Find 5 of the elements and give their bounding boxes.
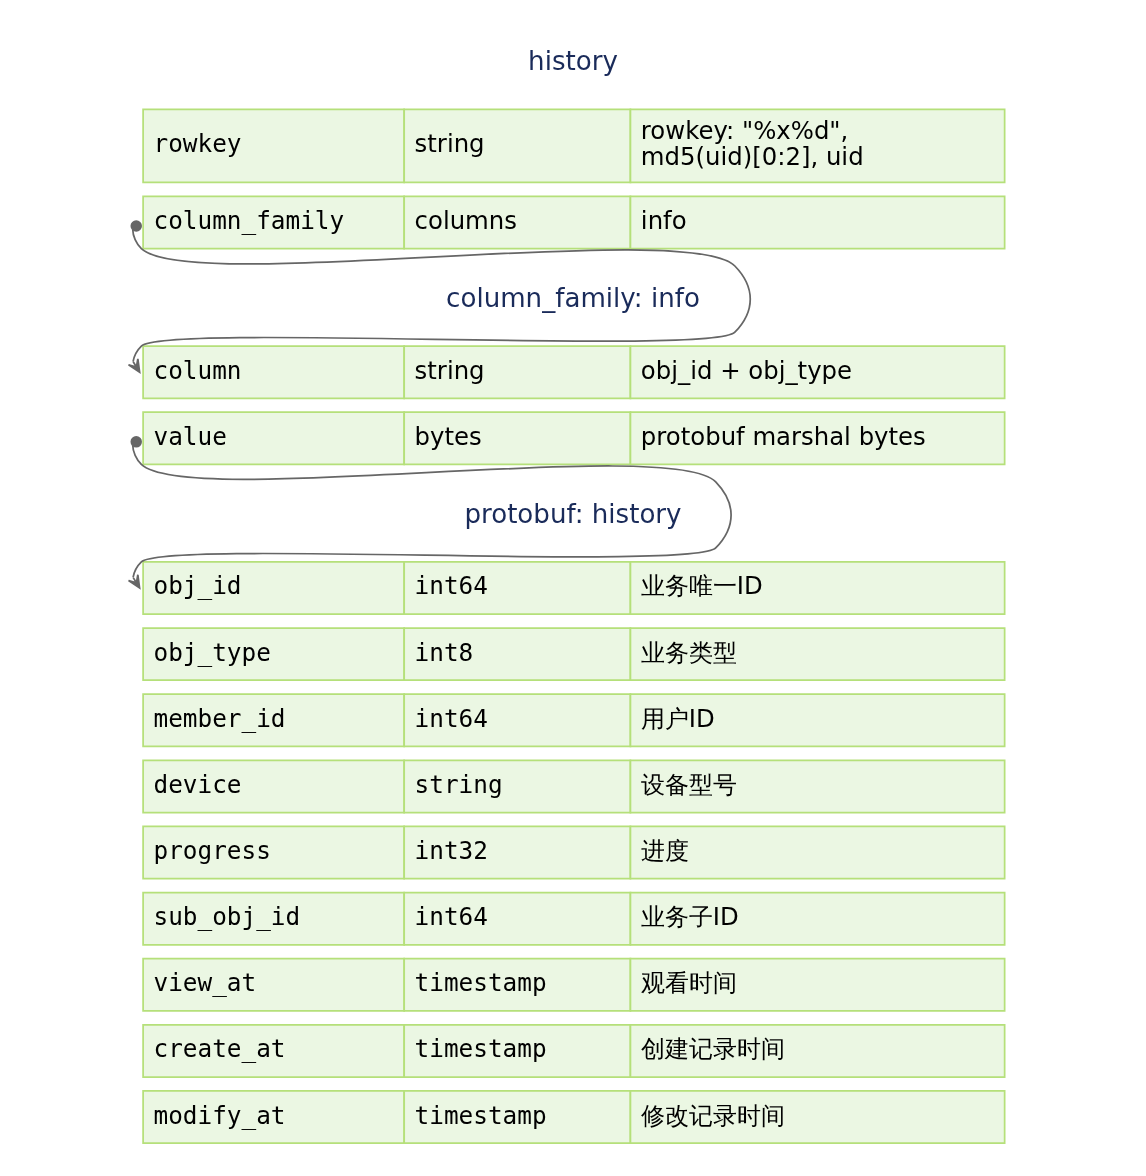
label: history (528, 46, 618, 77)
label: protobuf: history (464, 498, 682, 529)
arrow (127, 436, 732, 589)
arrow (127, 220, 752, 374)
label: column_family: info (446, 282, 700, 313)
